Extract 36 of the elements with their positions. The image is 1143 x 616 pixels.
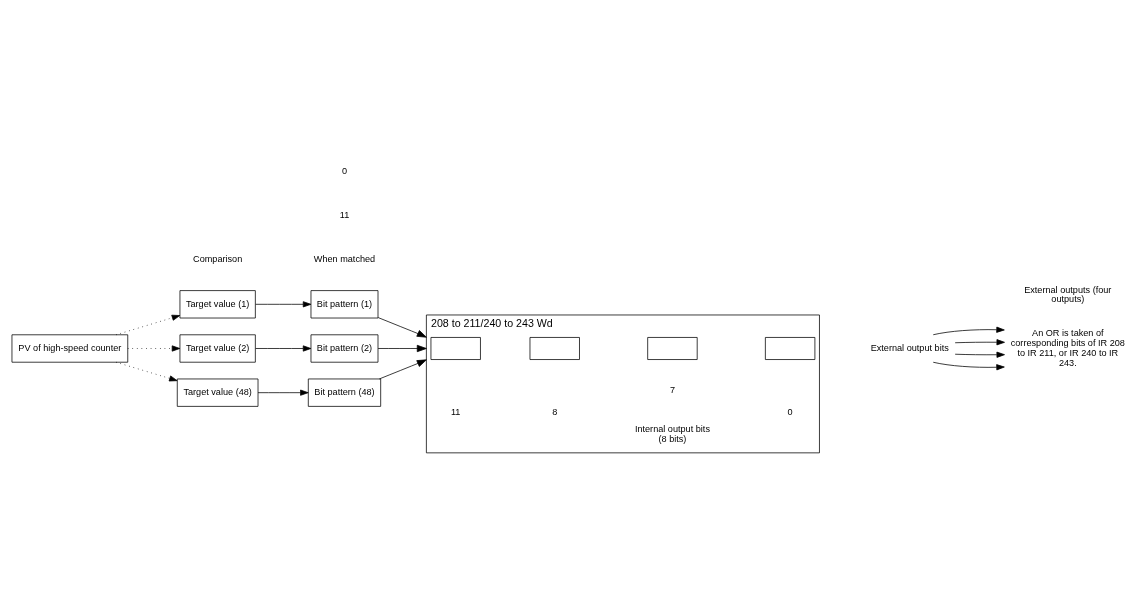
arrow (932, 361, 1005, 370)
label: External outputs (four outputs) (1024, 284, 1112, 304)
label: Comparison (193, 253, 243, 264)
arrow (377, 316, 427, 338)
node-box (529, 336, 580, 360)
node-box: Bit pattern (1) (310, 289, 379, 318)
node-box (647, 336, 698, 360)
arrow (954, 338, 1005, 345)
arrow (255, 300, 312, 307)
label: 8 (552, 406, 558, 417)
arrow (954, 351, 1005, 358)
node-box: Bit pattern (48) (307, 378, 382, 407)
arrow (377, 344, 427, 352)
arrow (255, 344, 312, 352)
arrow (257, 389, 309, 396)
node-box: Target value (2) (179, 333, 256, 363)
arrow (115, 361, 178, 381)
arrow (378, 358, 427, 379)
node-box (765, 336, 816, 360)
node-text: An OR is taken of corresponding bits of IR 208 to IR 211, or IR 240 to IR 243. (1010, 327, 1125, 368)
arrow (115, 314, 181, 335)
label: 11 (450, 406, 461, 417)
arrow (127, 344, 181, 352)
node-box: Target value (48) (176, 378, 259, 407)
label: 0 (341, 165, 348, 176)
label: 7 (669, 384, 675, 395)
node-text: External output bits (870, 342, 949, 353)
node-box: PV of high-speed counter (11, 333, 129, 363)
arrow (932, 326, 1005, 335)
node-box: Bit pattern (2) (310, 333, 379, 363)
node-box (430, 336, 481, 360)
label: Internal output bits (8 bits) (634, 423, 710, 444)
label: 0 (787, 406, 793, 417)
node-box: Target value (1) (179, 289, 256, 318)
label: When matched (313, 253, 376, 264)
label: 11 (339, 209, 350, 220)
